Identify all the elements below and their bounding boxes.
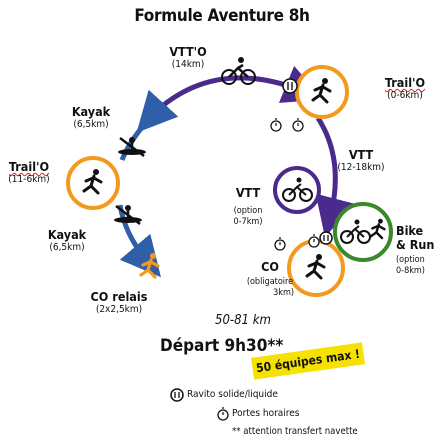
vtt-route [315, 116, 355, 238]
kayak-upper-label: Kayak (6,5km) [71, 104, 111, 131]
total-distance: 50-81 km [215, 313, 271, 328]
runner-icon [369, 218, 386, 240]
ravito-icon [319, 231, 333, 245]
stopwatch-icon [292, 118, 304, 132]
page-title: Formule Aventure 8h [134, 6, 310, 26]
legend-ravito: Ravito solide/liquide [187, 389, 278, 400]
stopwatch-icon [217, 407, 229, 421]
co-relais-label: CO relais (2x2,5km) [90, 289, 148, 316]
trailo-left-node [66, 156, 120, 210]
legend-note: ** attention transfert navette [232, 426, 358, 437]
vtt-option-label: VTT (option 0-7km) [233, 185, 263, 228]
stopwatch-icon [274, 237, 286, 251]
vtto-label: VTT'O (14km) [169, 44, 207, 71]
kayak-icon [114, 205, 142, 225]
trailo-left-label: Trail'O (11-6km) [8, 159, 50, 186]
bike-run-node [333, 202, 393, 262]
ravito-icon [170, 388, 184, 402]
co-label: CO (obligatoire 3km) [246, 259, 294, 299]
kayak-icon [118, 137, 146, 157]
runner-icon [311, 78, 332, 104]
vtt-option-node [273, 166, 321, 214]
depart-time: Départ 9h30** [160, 336, 284, 356]
cyclist-icon [221, 57, 256, 85]
kayak-lower-label: Kayak (6,5km) [47, 227, 87, 254]
orienteering-runner-icon [139, 253, 160, 279]
cyclist-icon [282, 177, 313, 202]
trailo-right-label: Trail'O (0-6km) [384, 75, 426, 102]
stopwatch-icon [308, 234, 320, 248]
runner-icon [82, 169, 103, 195]
trailo-right-node [295, 65, 349, 119]
runner-icon [305, 254, 326, 280]
vtt-right-label: VTT (12-18km) [337, 147, 385, 174]
stopwatch-icon [270, 118, 282, 132]
legend-portes: Portes horaires [232, 408, 300, 419]
bike-run-label: Bike & Run (option 0-8km) [396, 223, 435, 277]
ravito-icon [282, 78, 298, 94]
